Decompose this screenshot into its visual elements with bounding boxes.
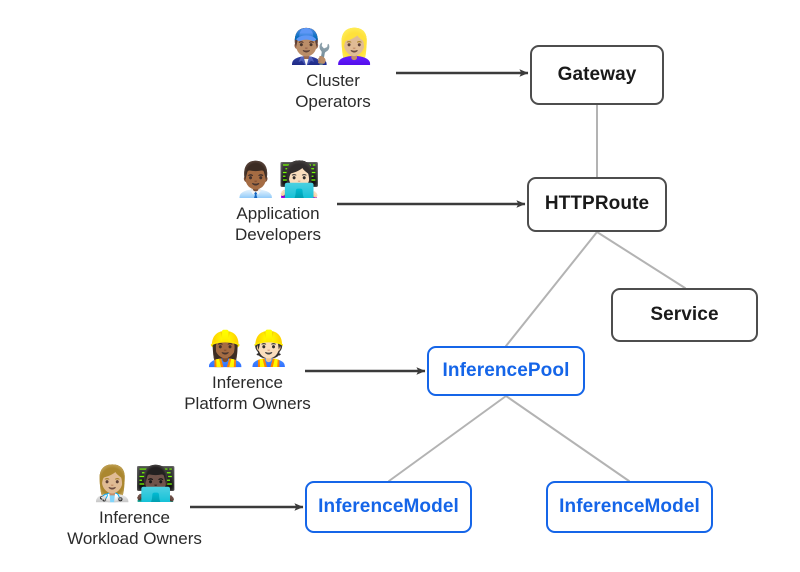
node-inferencemodel1[interactable]: InferenceModel xyxy=(305,481,472,533)
construction-worker-woman-icon construction-worker-man-icon: 👷🏾‍♀️👷🏻 xyxy=(204,329,291,369)
persona-label: Inference Workload Owners xyxy=(67,508,202,548)
node-gateway[interactable]: Gateway xyxy=(530,45,664,105)
node-label: Gateway xyxy=(557,63,637,85)
persona-arrows xyxy=(190,69,529,511)
node-label: HTTPRoute xyxy=(544,193,650,215)
mechanic-man-icon mechanic-woman-icon: 👨🏽‍🔧👱🏼‍♀️ xyxy=(289,27,377,67)
node-inferencepool[interactable]: InferencePool xyxy=(427,346,585,396)
relationship-line-httproute-to-service xyxy=(596,231,686,289)
health-worker-woman-icon technologist-man-icon: 👩🏼‍⚕️👨🏿‍💻 xyxy=(91,464,178,504)
persona-label: Cluster Operators xyxy=(295,71,371,111)
relationship-line-inferencepool-to-inferencemodel2 xyxy=(505,395,630,482)
persona-label: Application Developers xyxy=(235,204,321,244)
persona-inference-workload-owners: 👩🏼‍⚕️👨🏿‍💻Inference Workload Owners xyxy=(42,467,227,549)
node-httproute[interactable]: HTTPRoute xyxy=(527,177,667,232)
node-label: InferenceModel xyxy=(318,495,459,517)
persona-label: Inference Platform Owners xyxy=(184,373,311,413)
persona-inference-platform-owners: 👷🏾‍♀️👷🏻Inference Platform Owners xyxy=(160,332,335,414)
persona-cluster-operators: 👨🏽‍🔧👱🏼‍♀️Cluster Operators xyxy=(258,30,408,112)
node-inferencemodel2[interactable]: InferenceModel xyxy=(546,481,713,533)
office-worker-man-icon technologist-woman-icon: 👨🏾‍💼👩🏻‍💻 xyxy=(234,160,322,200)
node-service[interactable]: Service xyxy=(611,288,758,342)
node-label: Service xyxy=(650,303,719,325)
relationship-line-httproute-to-inferencepool xyxy=(505,231,598,347)
relationship-line-inferencepool-to-inferencemodel1 xyxy=(388,395,507,482)
persona-application-developers: 👨🏾‍💼👩🏻‍💻Application Developers xyxy=(203,163,353,245)
node-label: InferenceModel xyxy=(559,495,700,517)
node-label: InferencePool xyxy=(442,359,570,381)
